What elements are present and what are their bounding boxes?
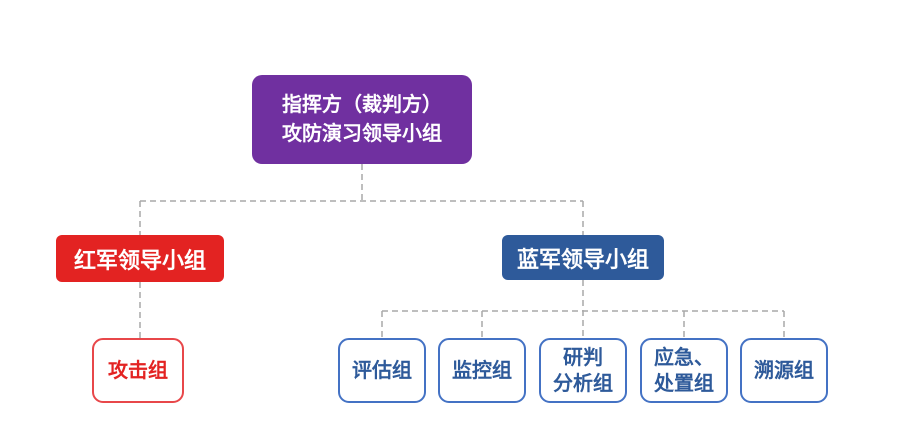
red-team-leader-node: 红军领导小组	[56, 235, 224, 282]
blue-team-leader-node: 蓝军领导小组	[502, 235, 664, 280]
emergency-response-group-node: 应急、 处置组	[640, 338, 728, 403]
attack-group-node: 攻击组	[92, 338, 184, 403]
traceability-group-node: 溯源组	[740, 338, 828, 403]
research-analysis-group-node: 研判 分析组	[539, 338, 627, 403]
root-node-command-referee-leadership: 指挥方（裁判方） 攻防演习领导小组	[252, 75, 472, 164]
evaluation-group-node: 评估组	[338, 338, 426, 403]
monitoring-group-node: 监控组	[438, 338, 526, 403]
